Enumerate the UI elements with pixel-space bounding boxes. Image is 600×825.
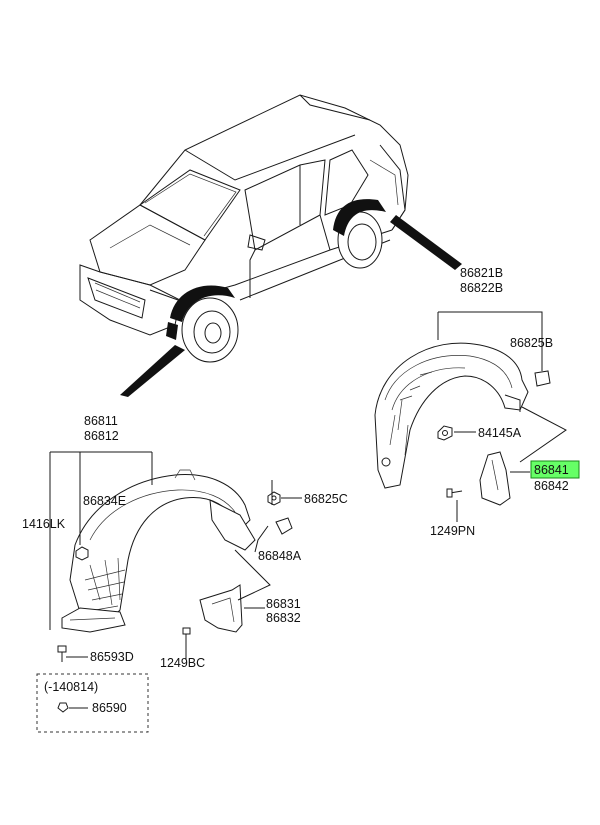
label-86825C[interactable]: 86825C bbox=[304, 492, 348, 506]
variant-note: (-140814) bbox=[44, 680, 98, 694]
label-86842[interactable]: 86842 bbox=[534, 479, 569, 493]
label-1249BC[interactable]: 1249BC bbox=[160, 656, 205, 670]
label-84145A[interactable]: 84145A bbox=[478, 426, 522, 440]
variant-box bbox=[36, 673, 149, 733]
label-86832[interactable]: 86832 bbox=[266, 611, 301, 625]
label-86825B[interactable]: 86825B bbox=[510, 336, 553, 350]
highlight-86841[interactable] bbox=[530, 460, 580, 479]
label-86848A[interactable]: 86848A bbox=[258, 549, 302, 563]
label-86822B[interactable]: 86822B bbox=[460, 281, 503, 295]
label-86811[interactable]: 86811 bbox=[84, 414, 118, 428]
label-86834E[interactable]: 86834E bbox=[83, 494, 126, 508]
label-86590[interactable]: 86590 bbox=[92, 701, 127, 715]
label-86812[interactable]: 86812 bbox=[84, 429, 119, 443]
rear-wheel-guard bbox=[374, 342, 551, 506]
label-86593D[interactable]: 86593D bbox=[90, 650, 134, 664]
label-86821B[interactable]: 86821B bbox=[460, 266, 503, 280]
label-1249PN[interactable]: 1249PN bbox=[430, 524, 475, 538]
vehicle-illustration bbox=[79, 94, 462, 397]
label-1416LK[interactable]: 1416LK bbox=[22, 517, 66, 531]
label-86841[interactable]: 86841 bbox=[534, 463, 569, 477]
front-wheel-guard bbox=[57, 469, 293, 662]
label-86831[interactable]: 86831 bbox=[266, 597, 301, 611]
